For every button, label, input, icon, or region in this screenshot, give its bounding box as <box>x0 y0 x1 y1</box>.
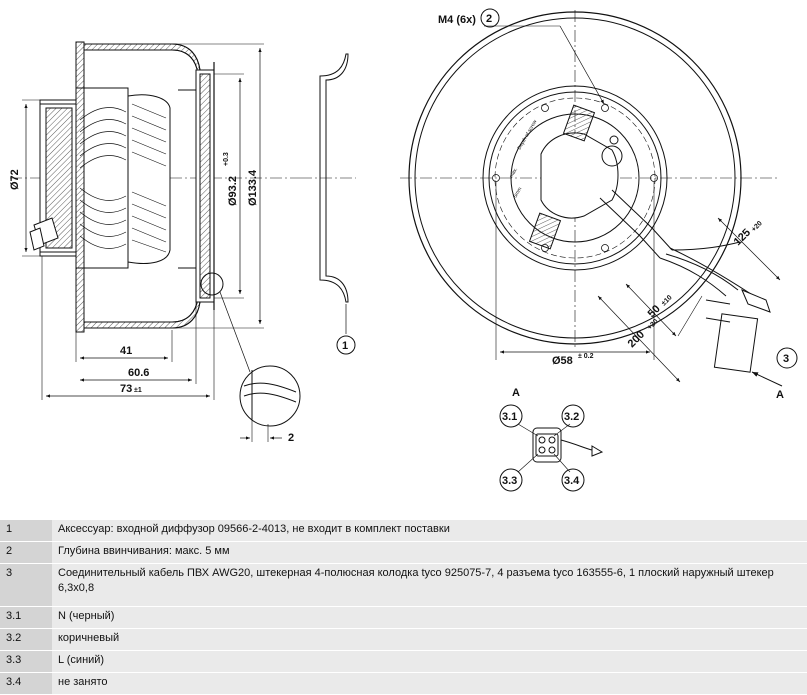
legend-text: Соединительный кабель ПВХ AWG20, штекерн… <box>52 563 807 607</box>
dim-73-tolerance: ±1 <box>134 387 142 394</box>
dim-73: 73 <box>120 383 132 395</box>
technical-drawing: Ø72 Ø93.2 +0.3 Ø133.4 41 60.6 73 ±1 2 1 <box>9 8 798 492</box>
dim-diameter-72: Ø72 <box>9 169 21 190</box>
legend-text: не занято <box>52 672 807 695</box>
thread-label: M4 (6x) <box>438 14 476 26</box>
dim-60: 60.6 <box>128 367 149 379</box>
legend-number: 2 <box>0 541 52 564</box>
dim-diameter-58: Ø58 <box>552 355 573 367</box>
callout-3-4: 3.4 <box>564 475 580 487</box>
legend-number: 3.2 <box>0 628 52 651</box>
legend-row: 3.1 N (черный) <box>0 606 807 629</box>
dim-diameter-133: Ø133.4 <box>247 169 259 206</box>
dim-diameter-93-tolerance: +0.3 <box>223 152 230 166</box>
legend-row: 1 Аксессуар: входной диффузор 09566-2-40… <box>0 520 807 542</box>
connector-detail-a <box>499 404 604 492</box>
legend-number: 1 <box>0 520 52 542</box>
dim-41: 41 <box>120 345 132 357</box>
legend-row: 3.3 L (синий) <box>0 650 807 673</box>
legend-table: 1 Аксессуар: входной диффузор 09566-2-40… <box>0 520 807 695</box>
legend-row: 3 Соединительный кабель ПВХ AWG20, штеке… <box>0 563 807 607</box>
dim-diameter-93: Ø93.2 <box>227 176 239 206</box>
legend-text: Аксессуар: входной диффузор 09566-2-4013… <box>52 520 807 542</box>
detail-a-title: A <box>512 387 520 399</box>
dim-125-tolerance: +20 <box>750 220 763 233</box>
legend-number: 3.1 <box>0 606 52 629</box>
legend-number: 3.3 <box>0 650 52 673</box>
dim-2: 2 <box>288 432 294 444</box>
callout-2: 2 <box>486 13 492 25</box>
stamp-depth-of-screw: Depth of screw <box>517 119 539 151</box>
legend-text: L (синий) <box>52 650 807 673</box>
dim-200: 200 <box>626 329 647 350</box>
inlet-diffuser-profile <box>300 53 356 355</box>
legend-text: N (черный) <box>52 606 807 629</box>
callout-3-3: 3.3 <box>502 475 517 487</box>
dim-diameter-58-tolerance: ± 0.2 <box>578 353 594 360</box>
legend-text: Глубина ввинчивания: макс. 5 мм <box>52 541 807 564</box>
legend-number: 3 <box>0 563 52 607</box>
view-arrow-label: A <box>776 389 784 401</box>
front-view <box>400 8 798 387</box>
stamp-max: max. <box>509 167 520 179</box>
legend-row: 2 Глубина ввинчивания: макс. 5 мм <box>0 541 807 564</box>
legend-number: 3.4 <box>0 672 52 695</box>
callout-3: 3 <box>783 353 789 365</box>
legend-row: 3.4 не занято <box>0 672 807 695</box>
callout-3-2: 3.2 <box>564 411 579 423</box>
legend-text: коричневый <box>52 628 807 651</box>
stamp-5mm: 5mm <box>513 186 524 199</box>
dim-125: 125 <box>732 227 753 248</box>
detail-enlargement <box>239 365 301 442</box>
callout-1: 1 <box>342 340 348 352</box>
legend-row: 3.2 коричневый <box>0 628 807 651</box>
callout-3-1: 3.1 <box>502 411 517 423</box>
side-view <box>10 41 300 400</box>
